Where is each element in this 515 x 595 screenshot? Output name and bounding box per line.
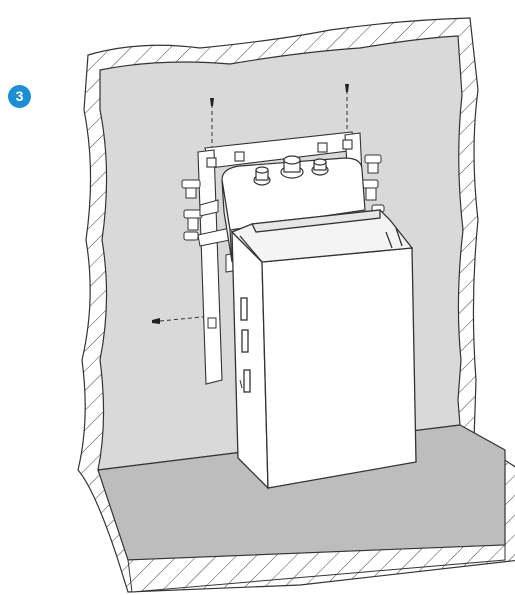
screw-top-left	[210, 98, 214, 148]
unit-cabinet	[230, 209, 417, 490]
screw-top-right	[345, 84, 349, 132]
floor-edge-hatching	[127, 544, 506, 593]
pipe-connectors-right	[361, 154, 385, 213]
frame-bottom-detail	[207, 317, 243, 389]
step-number-badge: 3	[8, 85, 31, 108]
screw-icon	[152, 318, 160, 324]
screw-icon	[210, 98, 214, 106]
unit-upper-housing	[221, 155, 366, 263]
screw-icon	[345, 84, 349, 92]
